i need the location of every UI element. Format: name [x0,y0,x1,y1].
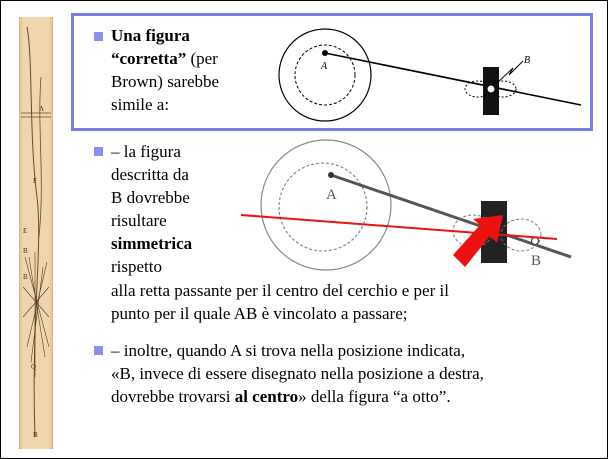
bullet3-line-2: «B, invece di essere disegnato nella pos… [111,364,484,383]
correct-figure-diagram: A B [278,28,582,122]
bullet2-line-8: punto per il quale AB è vincolato a pass… [111,304,408,323]
symmetry-axis-red-line [240,214,558,240]
bullet2-line-1: – la figura [111,142,181,161]
box-line-2: “corretta” (per [111,47,218,70]
box-line-1: Una figura [111,24,190,47]
bullet2-line-7: alla retta passante per il centro del ce… [111,281,449,300]
bullet3-line-1: – inoltre, quando A si trova nella posiz… [111,341,466,360]
label-a: A [326,187,337,203]
box-line-3: Brown) sarebbe [111,72,220,91]
bullet-marker-2 [94,147,103,156]
strip-label-e: E [23,227,27,235]
bullet2-line-2: descritta da [111,165,189,184]
box-line-1-text: Una figura [111,26,190,45]
bullet2-line-4: risultare [111,211,167,230]
bullet2-line-3: B dovrebbe [111,188,190,207]
bullet-marker-1 [94,32,103,41]
label-b: B [524,55,530,66]
point-b [530,236,540,246]
b-pointer [496,60,524,84]
box-line-2-rest: (per [186,49,218,68]
bullet2-line-6: rispetto [111,257,162,276]
point-a [328,172,334,178]
label-a: A [320,61,328,72]
bullet3-line-3-bold: al centro [234,387,299,406]
inner-dotted-circle [278,162,368,252]
strip-label-b: B [23,247,28,255]
strip-label-b2: B [23,273,28,281]
highlight-box [71,13,593,131]
rod-line [330,173,572,259]
bullet3-line-3: dovrebbe trovarsi al centro» della figur… [111,385,451,408]
rod-line [324,52,582,106]
strip-label-q: Q [31,363,36,371]
strip-label-a: A [39,105,44,113]
red-arrow-icon [453,215,503,267]
bullet2-line-5: simmetrica [111,232,192,255]
bullet3-line-3-post: » della figura “a otto”. [298,387,451,406]
point-a [322,50,328,56]
bullet3-line-3-pre: dovrebbe trovarsi [111,387,235,406]
label-b: B [531,253,541,269]
strip-label-b3: B [33,431,38,439]
inner-dotted-circle [294,44,356,106]
outer-circle [260,139,392,271]
manuscript-strip-image: A B F E B Q B [19,17,53,449]
strip-label-f: F [33,177,37,185]
point-b [486,84,496,94]
outer-circle [278,28,372,122]
box-line-2-bold: “corretta” [111,49,187,68]
bullet-marker-3 [94,346,103,355]
box-line-4: simile a: [111,95,170,114]
bullet2-line-5-bold: simmetrica [111,234,193,253]
symmetry-figure-diagram: A B [240,139,572,271]
